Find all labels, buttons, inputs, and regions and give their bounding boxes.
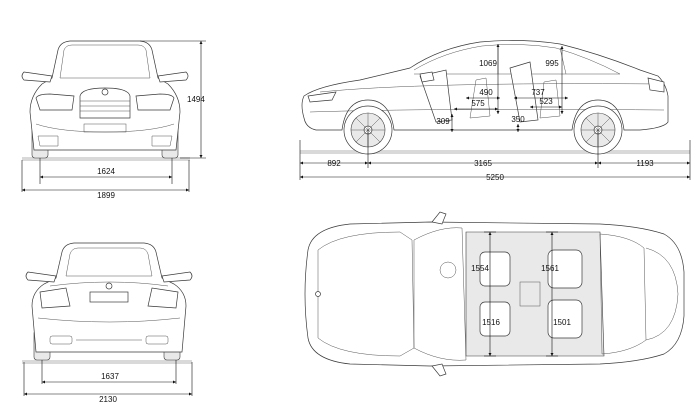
- front-seat-height-label: 309: [436, 117, 450, 126]
- front-height-label: 1494: [187, 95, 205, 104]
- side-view: 1069 995 490 575 737 523 309 350 892 316…: [299, 40, 691, 182]
- front-track-width-label: 1624: [97, 167, 115, 176]
- front-elbow-width-label: 1516: [482, 318, 500, 327]
- front-legroom-label: 575: [471, 99, 485, 108]
- front-shoulder-width-label: 1554: [471, 264, 489, 273]
- top-view: 1554 1516 1561 1501: [304, 211, 685, 377]
- rear-view: 1637 2130: [22, 242, 193, 404]
- rear-shoulder-width-label: 1561: [541, 264, 559, 273]
- front-overhang-label: 892: [327, 159, 341, 168]
- rear-width-with-mirrors-label: 2130: [99, 395, 117, 404]
- front-headroom-label: 1069: [479, 59, 497, 68]
- front-seat-depth-label: 490: [479, 88, 493, 97]
- rear-track-width-label: 1637: [101, 372, 119, 381]
- rear-seat-height-label: 350: [511, 115, 525, 124]
- wheelbase-label: 3165: [474, 159, 492, 168]
- front-overall-width-label: 1899: [97, 191, 115, 200]
- rear-overhang-label: 1193: [636, 159, 654, 168]
- front-view: 1624 1899 1494: [21, 40, 206, 200]
- rear-seat-depth-label: 523: [539, 97, 553, 106]
- rear-elbow-width-label: 1501: [553, 318, 571, 327]
- rear-legroom-label: 737: [531, 88, 545, 97]
- overall-length-label: 5250: [486, 173, 504, 182]
- rear-headroom-label: 995: [545, 59, 559, 68]
